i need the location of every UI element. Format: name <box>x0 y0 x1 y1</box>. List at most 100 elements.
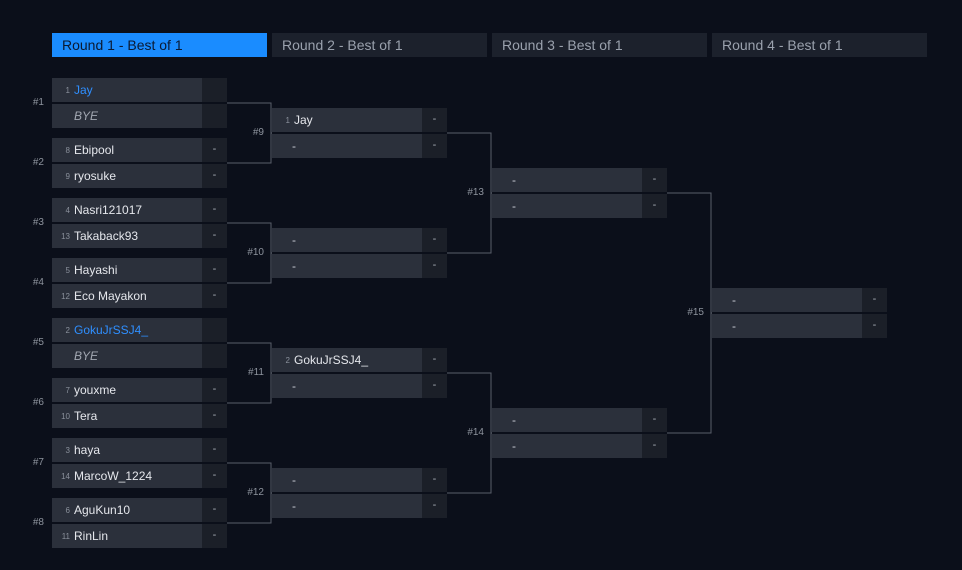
match-label: #9 <box>252 127 264 138</box>
match-label: #13 <box>467 187 484 198</box>
match-m14[interactable]: ---- <box>492 408 667 458</box>
participant-name: - <box>512 413 516 427</box>
score-cell: - <box>862 314 887 338</box>
score-cell: - <box>202 438 227 462</box>
participant-slot[interactable]: -- <box>272 468 447 492</box>
participant-name: youxme <box>74 383 117 397</box>
seed-number: 2 <box>285 355 290 365</box>
score-cell: - <box>642 168 667 192</box>
score-cell: - <box>422 134 447 158</box>
match-m13[interactable]: ---- <box>492 168 667 218</box>
round-header-4[interactable]: Round 4 - Best of 1 <box>712 33 927 57</box>
score-cell: - <box>202 198 227 222</box>
participant-name: - <box>292 499 296 513</box>
match-label: #2 <box>32 157 44 168</box>
participant-name: - <box>292 233 296 247</box>
participant-slot[interactable]: -- <box>492 168 667 192</box>
round-header-1[interactable]: Round 1 - Best of 1 <box>52 33 267 57</box>
bye-label: BYE <box>74 109 99 123</box>
match-m15[interactable]: ---- <box>712 288 887 338</box>
participant-name: MarcoW_1224 <box>74 469 153 483</box>
seed-number: 7 <box>65 385 70 395</box>
seed-number: 5 <box>65 265 70 275</box>
seed-number: 11 <box>61 531 70 541</box>
connector-m9-m10-m13 <box>447 132 492 254</box>
score-cell: - <box>202 284 227 308</box>
score-cell: - <box>422 228 447 252</box>
participant-slot[interactable]: -- <box>492 408 667 432</box>
participant-name: - <box>292 473 296 487</box>
participant-slot[interactable]: -- <box>272 494 447 518</box>
score-cell: - <box>202 464 227 488</box>
participant-slot[interactable]: -- <box>492 194 667 218</box>
participant-slot[interactable]: -- <box>272 374 447 398</box>
score-cell: - <box>422 374 447 398</box>
score-cell: - <box>642 408 667 432</box>
match-label: #6 <box>32 397 44 408</box>
participant-slot[interactable]: BYE <box>52 104 227 128</box>
connector-m5-m6-m11 <box>227 342 272 404</box>
score-cell: - <box>422 108 447 132</box>
participant-name: - <box>512 439 516 453</box>
participant-slot[interactable]: -- <box>272 228 447 252</box>
round-header-2[interactable]: Round 2 - Best of 1 <box>272 33 487 57</box>
participant-name: Eco Mayakon <box>74 289 147 303</box>
seed-number: 14 <box>61 471 70 481</box>
participant-slot[interactable]: -- <box>272 254 447 278</box>
participant-name: ryosuke <box>74 169 117 183</box>
participant-slot[interactable]: -- <box>712 314 887 338</box>
participant-name: AguKun10 <box>74 503 131 517</box>
match-m12[interactable]: ---- <box>272 468 447 518</box>
score-cell: - <box>202 138 227 162</box>
participant-name: - <box>512 173 516 187</box>
participant-name: - <box>292 259 296 273</box>
score-cell: - <box>642 194 667 218</box>
participant-slot[interactable]: 14 MarcoW_1224 - <box>52 464 227 488</box>
participant-name: Takaback93 <box>74 229 139 243</box>
participant-name: Jay <box>294 113 313 127</box>
participant-slot[interactable]: -- <box>492 434 667 458</box>
score-cell: - <box>422 468 447 492</box>
seed-number: 1 <box>65 85 70 95</box>
score-cell: - <box>642 434 667 458</box>
participant-slot[interactable]: -- <box>712 288 887 312</box>
connector-m3-m4-m10 <box>227 222 272 284</box>
participant-name: - <box>732 293 736 307</box>
match-label: #7 <box>32 457 44 468</box>
participant-slot[interactable]: BYE <box>52 344 227 368</box>
match-label: #8 <box>32 517 44 528</box>
score-cell: - <box>202 404 227 428</box>
round-header-3[interactable]: Round 3 - Best of 1 <box>492 33 707 57</box>
score-cell: - <box>202 524 227 548</box>
seed-number: 8 <box>65 145 70 155</box>
score-cell <box>202 344 227 368</box>
participant-slot[interactable]: -- <box>272 134 447 158</box>
score-cell: - <box>862 288 887 312</box>
match-m10[interactable]: ---- <box>272 228 447 278</box>
